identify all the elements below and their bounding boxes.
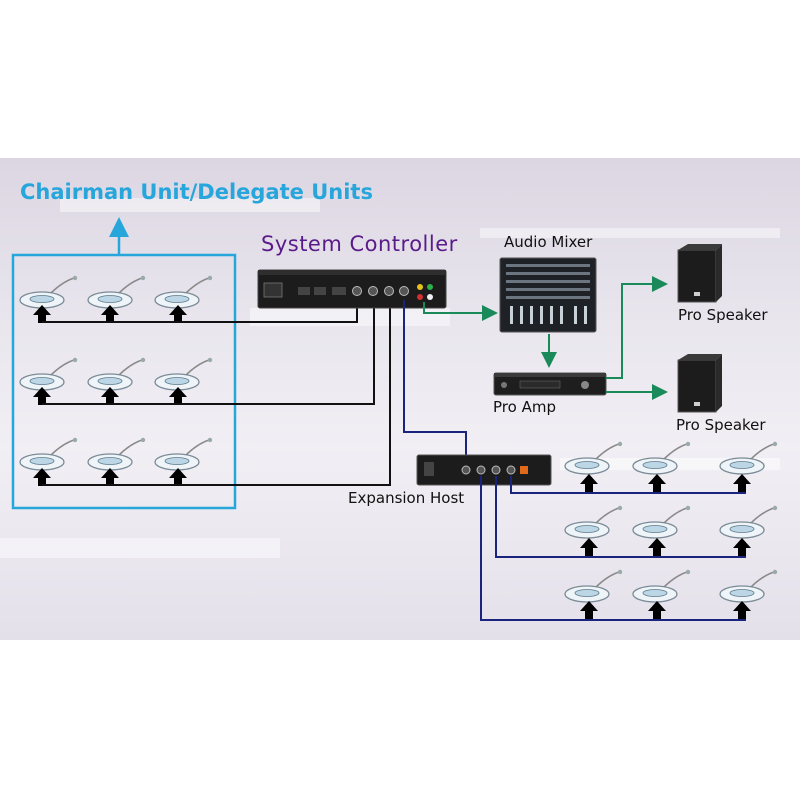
delegate-group-box — [11, 253, 237, 510]
delegate-unit-left-r3c1 — [19, 436, 78, 477]
right-cables — [480, 476, 746, 621]
controller-to-mixer-link — [423, 302, 498, 321]
delegate-unit-left-r1c3 — [154, 274, 213, 315]
controller-to-expansion-link — [403, 300, 467, 462]
amp-to-speaker1-link — [606, 276, 668, 379]
delegate-unit-left-r2c3 — [154, 356, 213, 397]
delegate-unit-right-r2c1 — [564, 504, 624, 545]
delegate-unit-left-r1c2 — [87, 274, 146, 315]
delegate-unit-right-r1c2 — [632, 440, 692, 481]
delegate-unit-right-r1c3 — [719, 440, 779, 481]
delegate-unit-left-r2c1 — [19, 356, 78, 397]
pro-speaker-2 — [677, 354, 722, 413]
pro-amp-label: Pro Amp — [493, 398, 556, 416]
pro-amp-device — [493, 372, 607, 396]
pro-speaker-2-label: Pro Speaker — [676, 416, 766, 434]
delegate-unit-right-r2c2 — [632, 504, 692, 545]
pro-speaker-1-label: Pro Speaker — [678, 306, 768, 324]
audio-mixer-device — [499, 257, 597, 333]
expansion-host-device — [416, 454, 552, 486]
delegate-unit-left-r1c1 — [19, 274, 78, 315]
delegate-unit-right-r3c2 — [632, 568, 692, 609]
delegate-unit-left-r3c2 — [87, 436, 146, 477]
delegate-unit-right-r2c3 — [719, 504, 779, 545]
delegate-unit-left-r3c3 — [154, 436, 213, 477]
delegate-unit-left-r2c2 — [87, 356, 146, 397]
delegate-unit-right-r3c3 — [719, 568, 779, 609]
audio-mixer-label: Audio Mixer — [504, 233, 593, 251]
system-controller-device — [257, 269, 447, 309]
pro-speaker-1 — [677, 244, 722, 303]
system-controller-label: System Controller — [261, 232, 458, 256]
expansion-host-label: Expansion Host — [348, 489, 465, 507]
chairman-delegate-label: Chairman Unit/Delegate Units — [20, 180, 373, 204]
delegate-unit-right-r1c1 — [564, 440, 624, 481]
delegate-unit-right-r3c1 — [564, 568, 624, 609]
